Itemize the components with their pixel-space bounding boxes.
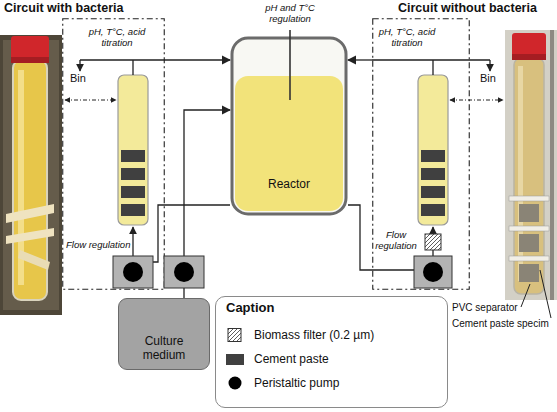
photo-background xyxy=(0,35,62,315)
measurement-label: pH, T°C, acid titration xyxy=(378,27,436,49)
cement-paste xyxy=(421,150,445,162)
pump-body xyxy=(414,256,452,288)
dashed-outline xyxy=(372,18,470,290)
bin-arrow xyxy=(489,60,490,71)
flow-connector xyxy=(165,59,230,60)
circuit-heading: Circuit without bacteria xyxy=(398,1,537,15)
dashed-border xyxy=(373,19,470,290)
legend-text: Cement paste xyxy=(254,352,329,366)
tube-cap xyxy=(11,36,49,62)
cement-paste xyxy=(421,168,445,180)
tank-name: Culture medium xyxy=(131,335,197,369)
cement-specimen xyxy=(519,264,539,282)
flow-label: Flow regulation xyxy=(66,240,130,251)
legend-row: Peristaltic pump xyxy=(226,371,374,395)
peristaltic-pump xyxy=(414,256,452,288)
tube-highlight xyxy=(518,66,523,281)
circuit-box: Circuit without bacteria xyxy=(372,18,470,290)
culture-medium-tank: Culture medium xyxy=(118,298,210,370)
bin-label: Bin xyxy=(70,72,86,85)
probe-line xyxy=(289,30,291,100)
annotation-label: Cement paste specim xyxy=(452,318,549,330)
cement-specimen xyxy=(519,204,539,222)
photo-right xyxy=(505,30,557,300)
pump-body xyxy=(113,256,153,288)
photo-link-arrow xyxy=(65,100,116,101)
circuit-box: Circuit with bacteria xyxy=(62,18,165,290)
photo-left xyxy=(0,35,62,315)
cement-paste xyxy=(421,204,445,216)
photo-background xyxy=(505,30,557,300)
column xyxy=(418,75,448,225)
legend-symbol xyxy=(226,376,244,390)
legend-text: Peristaltic pump xyxy=(254,376,339,390)
peristaltic-pump xyxy=(164,256,204,288)
cement-paste xyxy=(121,150,145,162)
flow-connector xyxy=(165,204,230,205)
pvc-separator xyxy=(509,196,549,201)
filter-symbol xyxy=(228,329,241,342)
photo-background xyxy=(3,40,59,310)
dashed-border xyxy=(63,19,165,290)
annotation-label: PVC separator xyxy=(452,302,518,314)
circuit-heading: Circuit with bacteria xyxy=(4,1,123,15)
cement-paste xyxy=(121,186,145,198)
bin-arrow xyxy=(79,60,80,71)
tubing xyxy=(432,227,433,234)
pvc-separator xyxy=(509,256,549,261)
pump-body xyxy=(164,256,204,288)
flow-connector xyxy=(184,110,230,298)
tube-cap xyxy=(11,57,49,63)
legend-text: Biomass filter (0.2 µm) xyxy=(254,328,374,342)
tube-cap xyxy=(512,33,546,59)
leader-line xyxy=(521,284,530,307)
cement-specimen xyxy=(519,234,539,252)
tube-cap xyxy=(512,54,546,60)
bin-label: Bin xyxy=(480,72,496,85)
legend-row: Cement paste xyxy=(226,347,374,371)
pump-symbol xyxy=(229,377,242,390)
tape-strip xyxy=(18,250,50,270)
pump-rotor xyxy=(423,262,443,282)
tape-strip xyxy=(6,228,54,244)
reactor-name: Reactor xyxy=(230,178,348,192)
peristaltic-pump xyxy=(113,256,153,288)
flow-label: Flow regulation xyxy=(374,230,418,252)
flow-connector xyxy=(348,59,372,60)
flow-connector xyxy=(348,205,372,270)
tube-liquid xyxy=(13,60,47,300)
cement-paste xyxy=(121,204,145,216)
reactor-vessel: Reactor xyxy=(230,36,348,216)
tape-strip xyxy=(6,204,54,223)
caption-heading: Caption xyxy=(226,301,274,316)
pump-rotor xyxy=(174,262,194,282)
tubing xyxy=(372,269,414,270)
tube-liquid xyxy=(514,58,544,294)
cement-paste xyxy=(421,186,445,198)
legend-list: Biomass filter (0.2 µm) Cement pastePeris… xyxy=(226,323,374,395)
legend-symbol xyxy=(226,328,244,342)
tubing xyxy=(153,205,165,262)
support-rod xyxy=(550,30,554,300)
biomass-filter xyxy=(425,234,441,250)
tubing xyxy=(432,250,433,256)
column xyxy=(118,75,148,225)
measurement-label: pH, T°C, acid titration xyxy=(88,27,146,49)
leader-line xyxy=(540,270,551,318)
pvc-separator xyxy=(509,226,549,231)
caption-box: CaptionBiomass filter (0.2 µm) Cement pas… xyxy=(215,296,448,408)
regulation-label: pH and T°C regulation xyxy=(250,3,330,25)
tubing xyxy=(80,60,165,75)
cement-paste xyxy=(121,168,145,180)
dashed-outline xyxy=(62,18,165,290)
tubing xyxy=(372,60,490,75)
tube-highlight xyxy=(18,70,24,285)
legend-row: Biomass filter (0.2 µm) xyxy=(226,323,374,347)
tubing xyxy=(132,227,133,256)
pump-rotor xyxy=(123,262,143,282)
photo-link-arrow xyxy=(450,100,503,101)
legend-swatch xyxy=(226,354,244,365)
